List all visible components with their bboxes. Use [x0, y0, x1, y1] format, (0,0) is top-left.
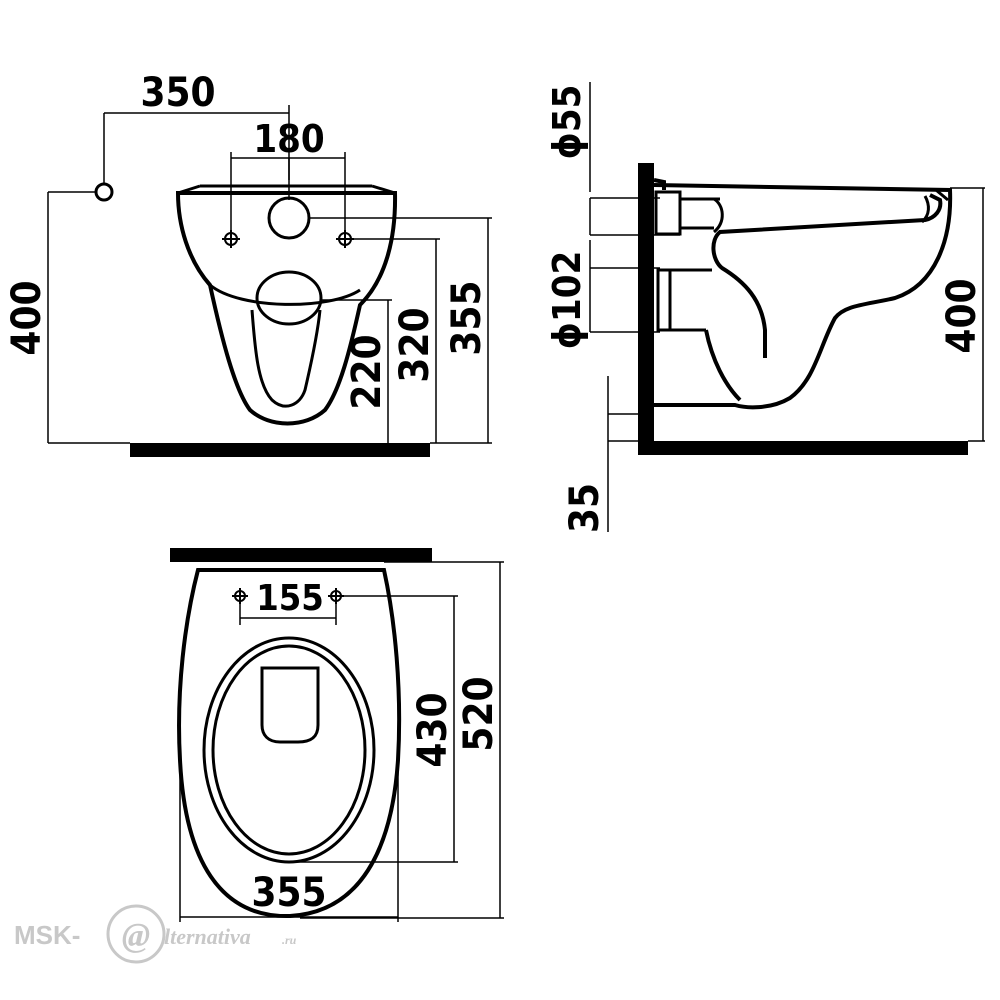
dim-phi102-lines [589, 240, 660, 333]
dim-320-label: 320 [392, 307, 438, 382]
side-outlet-pipe [656, 268, 712, 332]
watermark-domain: .ru [282, 933, 297, 947]
dim-520-label: 520 [456, 676, 502, 751]
dim-35-label: 35 [562, 483, 608, 533]
dim-350-label: 350 [140, 70, 215, 116]
dim-155-lines [239, 604, 337, 625]
dim-355-lines [310, 217, 492, 444]
dim-220-label: 220 [344, 334, 390, 409]
top-seat-outer [202, 636, 376, 864]
dim-180-lines [230, 152, 346, 230]
dim-355-label: 355 [444, 280, 490, 355]
dim-400-front-label: 400 [4, 280, 50, 355]
front-outlet-oval [255, 270, 323, 326]
watermark-at-symbol: @ [122, 917, 150, 954]
dim-35-lines [607, 376, 654, 532]
dim-400-side-lines [950, 187, 985, 442]
dim-220-lines [320, 299, 392, 443]
dim-355-top-label: 355 [251, 870, 326, 916]
side-inner-bowl [711, 193, 943, 358]
watermark-suffix: lternativa [164, 924, 251, 949]
side-bowl-outline [653, 183, 953, 410]
watermark: MSK- @ lternativa .ru [14, 904, 297, 964]
watermark-prefix: MSK- [14, 920, 80, 950]
side-inlet-pipe [654, 190, 724, 236]
side-view [589, 82, 985, 532]
dim-400-side-label: 400 [939, 278, 985, 353]
dim-350-lines [103, 105, 290, 200]
front-bolt-right [336, 230, 354, 248]
dim-400-front-lines [47, 191, 130, 444]
front-inner-curve [209, 283, 361, 306]
front-inlet-circle [267, 196, 311, 240]
top-seat-inner [211, 644, 367, 856]
dim-phi55-lines [589, 82, 680, 236]
front-bolt-left [222, 230, 240, 248]
front-inlet-pipe [94, 182, 114, 202]
dim-320-lines [354, 238, 440, 443]
front-trap-inner [250, 309, 322, 408]
dim-180-label: 180 [253, 117, 324, 161]
front-bowl-outline [175, 191, 398, 426]
side-wall-bracket [653, 178, 666, 190]
dim-520-lines [300, 561, 504, 919]
dim-355-top-lines [179, 760, 399, 922]
dim-430-label: 430 [410, 692, 456, 767]
front-floor-slab [130, 443, 430, 457]
front-view [47, 105, 492, 457]
top-wall-slab [170, 548, 432, 562]
side-trap-outer [704, 329, 742, 402]
watermark-at-ring [106, 904, 166, 964]
dim-155-label: 155 [256, 578, 324, 619]
dim-phi102-label: ϕ102 [545, 251, 589, 350]
side-floor [638, 441, 968, 455]
top-bowl-outline [177, 568, 402, 919]
side-rim-detail [920, 188, 949, 224]
top-view [170, 548, 504, 922]
top-bolt-left [232, 588, 248, 604]
top-bowl-opening [260, 666, 320, 744]
dim-430-lines [290, 595, 458, 863]
front-rim-right [371, 184, 396, 195]
side-wall [638, 163, 654, 455]
front-rim-left [177, 184, 201, 195]
dim-phi55-label: ϕ55 [545, 85, 589, 160]
top-bolt-right [328, 588, 344, 604]
